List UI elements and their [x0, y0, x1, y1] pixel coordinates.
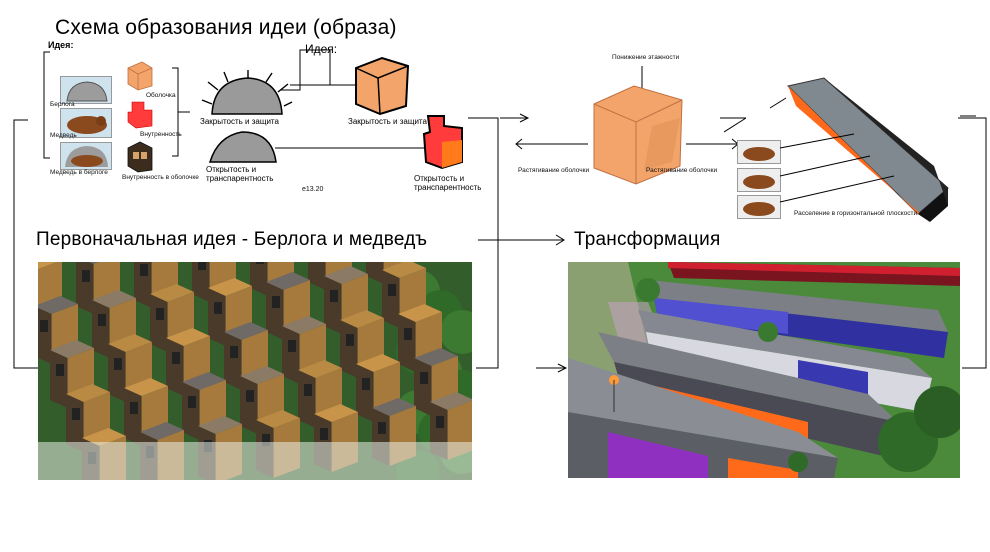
- closed-den-icon: [198, 70, 293, 118]
- bear-in-den-thumb: [60, 142, 112, 170]
- stretch-left-label: Растягивание оболочки: [518, 167, 590, 174]
- bear-label: Медведь: [50, 132, 77, 139]
- inside-label: Внутренность: [140, 131, 182, 138]
- stretch-right-label: Растягивание оболочки: [646, 167, 718, 174]
- initial-render-image: [38, 262, 472, 480]
- open-label-2: Открытость и транспарентность: [414, 174, 482, 192]
- transform-caption: Трансформация: [574, 229, 721, 250]
- den-thumb: [60, 76, 112, 104]
- scheme-title: Схема образования идеи (образа): [55, 16, 397, 39]
- lowering-label: Понижение этажности: [612, 54, 680, 61]
- shell-cube-icon: [124, 60, 156, 92]
- stretched-building-diagram: [724, 76, 980, 222]
- settlement-label: Расселение в горизонтальной плоскости: [794, 210, 918, 217]
- open-den-icon: [206, 128, 281, 166]
- transform-render-image: [568, 262, 960, 478]
- stretch-diagram: [512, 66, 742, 186]
- bear-icon-2: [737, 168, 781, 192]
- open-label: Открытость и транспарентность: [206, 165, 274, 183]
- closed-label-2: Закрытость и защита: [348, 117, 427, 126]
- den-label: Берлога: [50, 101, 75, 108]
- big-shell-cube-icon: [352, 56, 412, 116]
- inside-red-icon: [124, 98, 156, 132]
- idea-label-small: Идея:: [48, 40, 74, 50]
- closed-label: Закрытость и защита: [200, 117, 279, 126]
- page-ref: e13.20: [302, 186, 324, 193]
- shell-label: Оболочка: [146, 92, 176, 99]
- idea-scheme: [30, 40, 490, 240]
- inside-in-shell-icon: [126, 140, 156, 174]
- inside-in-shell-label: Внутренность в оболочке: [122, 174, 199, 181]
- bear-in-den-label: Медведь в берлоге: [50, 169, 108, 176]
- initial-caption: Первоначальная идея - Берлога и медведъ: [36, 229, 428, 250]
- idea-label-big: Идея:: [305, 42, 338, 56]
- big-open-red-icon: [418, 112, 468, 170]
- scheme-lines: [43, 49, 430, 159]
- bear-icon-3: [737, 195, 781, 219]
- bear-icon-1: [737, 140, 781, 164]
- bear-thumb: [60, 108, 112, 138]
